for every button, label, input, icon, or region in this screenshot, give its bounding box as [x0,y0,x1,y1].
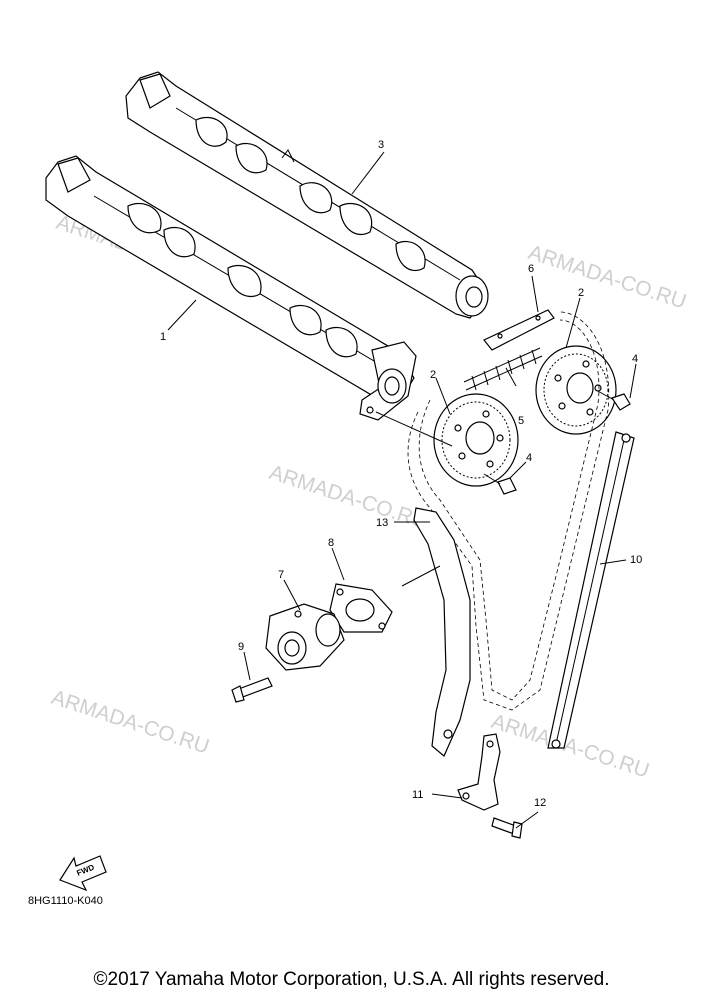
label-part-4-right: 4 [632,353,638,365]
diagram-code: 8HG1110-K040 [28,895,103,907]
label-part-11: 11 [412,789,423,801]
label-part-6: 6 [528,263,534,275]
label-part-13: 13 [376,517,388,529]
label-part-1: 1 [160,331,166,343]
watermark-4: ARMADA-CO.RU [48,686,212,759]
watermarks: ARMADA-CO.RU ARMADA-CO.RU ARMADA-CO.RU A… [48,211,689,783]
watermark-2: ARMADA-CO.RU [525,241,689,314]
leader-lines [167,151,637,829]
sprocket-2-left [433,393,519,487]
chain-links-5 [463,347,543,391]
label-part-12: 12 [534,797,546,809]
bolt-4-right [595,389,631,411]
label-part-5: 5 [518,415,524,427]
bolt-4-left [483,473,517,495]
tensioner-7 [265,603,345,671]
timing-chain [407,311,610,711]
chain-guide-10 [547,431,635,749]
label-part-10: 10 [630,554,642,566]
camshaft-1 [45,155,417,421]
copyright-notice: ©2017 Yamaha Motor Corporation, U.S.A. A… [93,969,610,990]
tensioner-guide-13 [413,507,471,757]
label-part-8: 8 [328,537,334,549]
bolt-9 [231,677,273,703]
stopper-guide-11 [457,733,501,811]
label-part-3: 3 [378,139,384,151]
gasket-8 [329,583,393,633]
camshaft-3 [125,71,489,319]
part-labels: 3 1 2 2 6 4 4 5 13 8 7 10 9 11 12 [160,139,642,809]
chain-guide-6 [483,309,555,351]
bolt-12 [491,817,523,839]
sprocket-2-right [535,345,617,435]
label-part-7: 7 [278,569,284,581]
label-part-2-left: 2 [430,369,436,381]
label-part-9: 9 [238,641,244,653]
label-part-2-right: 2 [578,287,584,299]
fwd-arrow-icon: FWD [59,855,107,892]
watermark-3: ARMADA-CO.RU [266,461,430,534]
label-part-4-left: 4 [526,452,532,464]
